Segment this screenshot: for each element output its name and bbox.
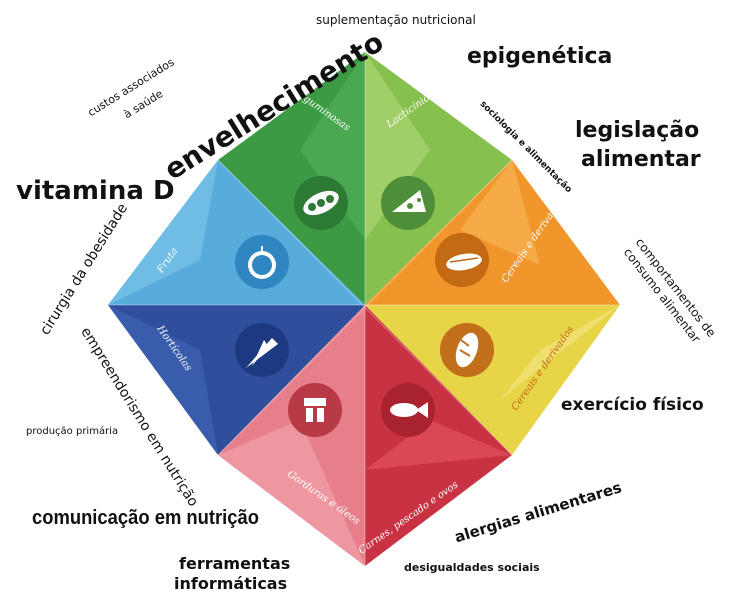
fish-icon (381, 383, 435, 437)
topic-vitamina: vitamina D (16, 176, 175, 206)
topic-epigenetica: epigenética (467, 44, 613, 69)
topic-ferramentas-1: ferramentas (179, 554, 291, 573)
topic-legislacao-1: legislação (575, 118, 700, 143)
cheese-icon (381, 176, 435, 230)
pea-pod-icon (294, 176, 348, 230)
topic-comunicacao: comunicação em nutrição (32, 507, 260, 529)
topic-legislacao-2: alimentar (581, 147, 701, 172)
bread-icon (440, 323, 494, 377)
topic-suplementacao: suplementação nutricional (316, 13, 476, 27)
corn-icon (435, 233, 489, 287)
apple-icon (235, 235, 289, 289)
carrot-icon (235, 323, 289, 377)
topic-desigualdades: desigualdades sociais (404, 561, 540, 574)
topic-producao: produção primária (26, 426, 119, 437)
topic-ferramentas-2: informáticas (174, 574, 288, 593)
oil-icon (288, 383, 342, 437)
topic-exercicio: exercício físico (561, 395, 704, 415)
